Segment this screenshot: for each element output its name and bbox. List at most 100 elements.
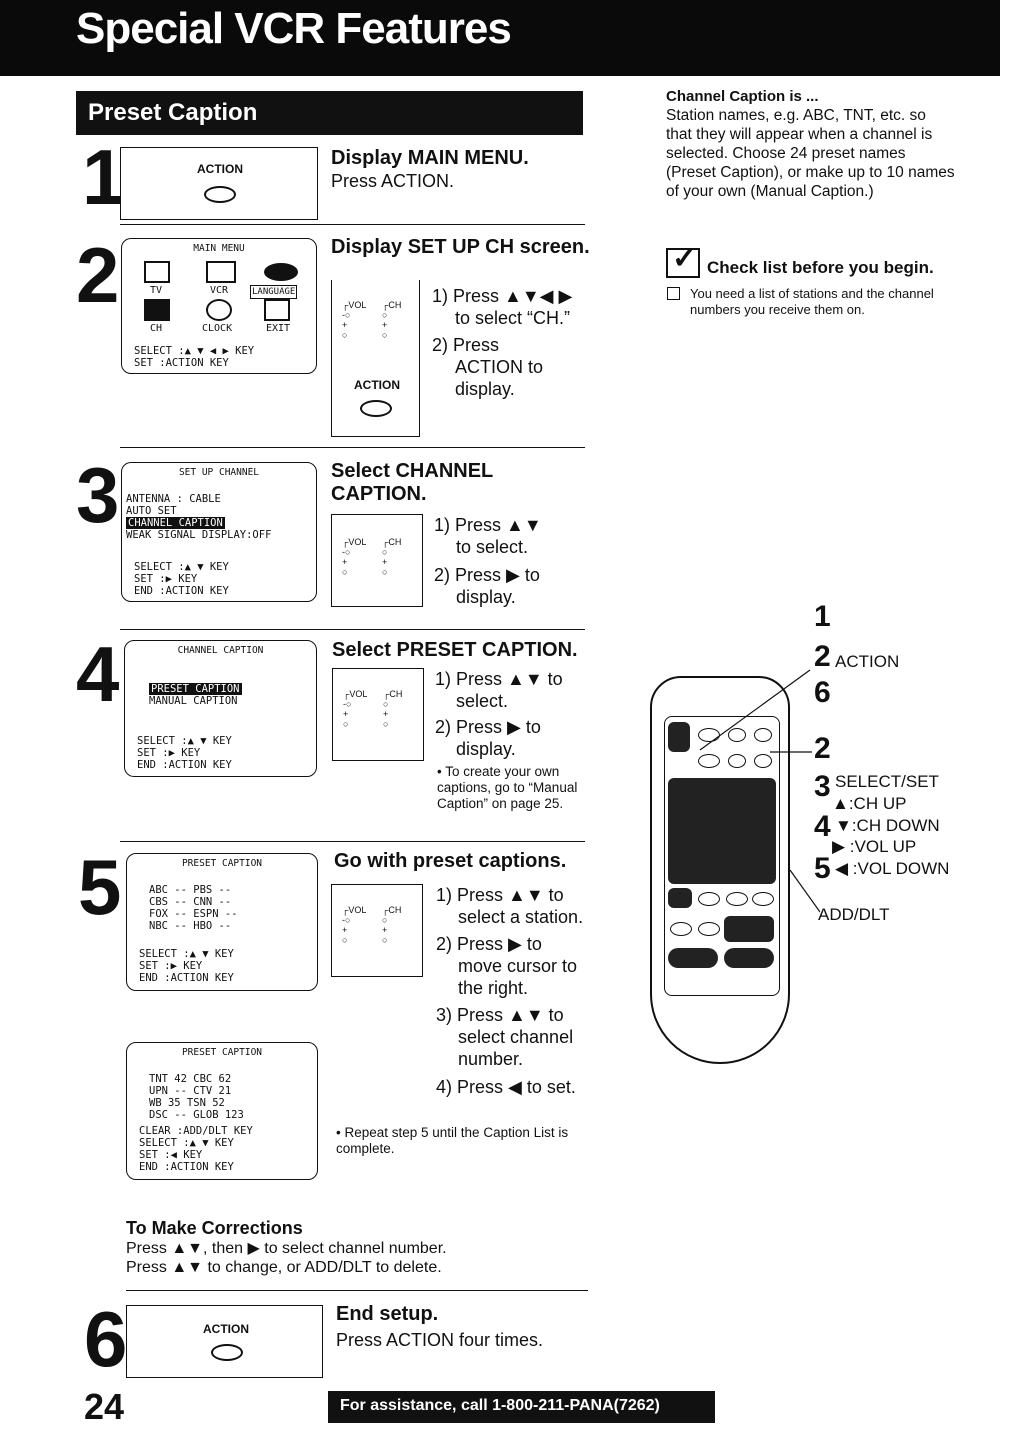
step3-item2b: display. bbox=[456, 587, 516, 607]
callout-vol-up: ▶ :VOL UP bbox=[832, 837, 917, 856]
osd-preset-caption-highlight: PRESET CAPTION bbox=[149, 683, 242, 695]
step5-note: • Repeat step 5 until the Caption List i… bbox=[336, 1125, 569, 1156]
step5-item1: 1) Press ▲▼ to bbox=[436, 885, 564, 905]
language-icon bbox=[264, 263, 298, 281]
osd-set-line: SET :ACTION KEY bbox=[134, 357, 229, 369]
remote-counter-button-icon bbox=[698, 922, 720, 936]
control-panel: ┌VOL-○+○ ┌CH○+○ bbox=[331, 884, 423, 977]
control-panel: ┌VOL-○+○ ┌CH○+○ bbox=[331, 514, 423, 607]
step4-item1: 1) Press ▲▼ to bbox=[435, 669, 563, 689]
callout-ch-up: ▲:CH UP bbox=[832, 794, 907, 813]
step-number-6: 6 bbox=[84, 1295, 128, 1383]
action-label: ACTION bbox=[354, 378, 400, 392]
osd-title: PRESET CAPTION bbox=[181, 858, 263, 869]
step2-item1: 1) Press ▲▼◀ ▶ bbox=[432, 286, 573, 306]
step3-item2: 2) Press ▶ to bbox=[434, 565, 540, 585]
callout-3: 3 bbox=[814, 770, 831, 803]
step5-item3: 3) Press ▲▼ to bbox=[436, 1005, 564, 1025]
osd-set-line: SET :▶ KEY bbox=[137, 747, 201, 759]
osd-title: PRESET CAPTION bbox=[181, 1047, 263, 1058]
step5-item2: 2) Press ▶ to bbox=[436, 934, 542, 954]
callout-2: 2 bbox=[814, 640, 831, 673]
osd-row: CBS -- CNN -- bbox=[149, 896, 232, 908]
callout-4: 4 bbox=[814, 810, 831, 843]
vol-knob-icon: ┌VOL-○+○ bbox=[342, 537, 367, 577]
vcr-icon bbox=[206, 261, 236, 283]
osd-manual-caption: MANUAL CAPTION bbox=[149, 695, 238, 707]
osd-title: CHANNEL CAPTION bbox=[177, 645, 264, 656]
osd-set-line: SET :▶ KEY bbox=[134, 573, 198, 585]
osd-row: UPN -- CTV 21 bbox=[149, 1085, 232, 1097]
osd-set-line: SET :◀ KEY bbox=[139, 1149, 203, 1161]
action-label: ACTION bbox=[203, 1322, 249, 1336]
setup-channel-screen: SET UP CHANNEL ANTENNA : CABLE AUTO SET … bbox=[121, 462, 317, 602]
osd-select-line: SELECT :▲ ▼ KEY bbox=[137, 735, 232, 747]
osd-select-line: SELECT :▲ ▼ ◀ ▶ KEY bbox=[134, 345, 255, 357]
step2-item2c: display. bbox=[455, 379, 515, 399]
callout-6: 6 bbox=[814, 676, 831, 709]
osd-title: SET UP CHANNEL bbox=[178, 467, 260, 478]
step-number-1: 1 bbox=[82, 133, 126, 221]
step3-item1b: to select. bbox=[456, 537, 529, 557]
remote-speed-button-icon bbox=[698, 892, 720, 906]
assistance-text: For assistance, call 1-800-211-PANA(7262… bbox=[340, 1397, 660, 1414]
action-button-panel: ACTION bbox=[126, 1305, 323, 1378]
step5-item3b: select channel bbox=[458, 1027, 574, 1047]
step6-text: Press ACTION four times. bbox=[336, 1330, 544, 1350]
divider bbox=[120, 629, 585, 630]
step6-title: End setup. bbox=[336, 1303, 439, 1325]
vol-knob-icon: ┌VOL-○+○ bbox=[343, 689, 368, 729]
action-button-icon bbox=[211, 1344, 243, 1361]
osd-row: ABC -- PBS -- bbox=[149, 884, 232, 896]
step2-title: Display SET UP CH screen. bbox=[331, 236, 590, 258]
ch-knob-icon: ┌CH○+○ bbox=[382, 300, 402, 340]
step2-item1b: to select “CH.” bbox=[455, 308, 571, 328]
checklist-item: You need a list of stations and the chan… bbox=[690, 286, 934, 317]
clock-icon bbox=[206, 299, 232, 321]
remote-ch-button-icon bbox=[754, 728, 772, 742]
remote-vol-button-icon bbox=[728, 754, 746, 768]
assistance-bar: For assistance, call 1-800-211-PANA(7262… bbox=[328, 1391, 715, 1423]
step4-note: • To create your own captions, go to “Ma… bbox=[437, 764, 578, 811]
vol-knob-icon: ┌VOL-○+○ bbox=[342, 905, 367, 945]
step5-title: Go with preset captions. bbox=[334, 850, 567, 872]
remote-pause-button-icon bbox=[670, 922, 692, 936]
step-number-2: 2 bbox=[76, 231, 120, 319]
osd-set-line: SET :▶ KEY bbox=[139, 960, 203, 972]
osd-end-line: END :ACTION KEY bbox=[139, 1161, 234, 1173]
step3-item1: 1) Press ▲▼ bbox=[434, 515, 542, 535]
step-number-3: 3 bbox=[76, 451, 120, 539]
osd-channel-caption-highlight: CHANNEL CAPTION bbox=[126, 517, 225, 529]
corrections-line2: Press ▲▼ to change, or ADD/DLT to delete… bbox=[126, 1259, 442, 1276]
osd-ch: CH bbox=[150, 323, 163, 334]
step4-item2b: display. bbox=[456, 739, 516, 759]
ch-knob-icon: ┌CH○+○ bbox=[382, 537, 402, 577]
section-bar: Preset Caption bbox=[76, 91, 583, 135]
checkbox-icon bbox=[667, 287, 680, 300]
section-title: Preset Caption bbox=[88, 99, 258, 126]
osd-select-line: SELECT :▲ ▼ KEY bbox=[139, 1137, 234, 1149]
action-button-icon bbox=[204, 186, 236, 203]
callout-select-set: SELECT/SET bbox=[835, 772, 939, 791]
divider bbox=[120, 447, 585, 448]
remote-rec-button-icon bbox=[668, 888, 692, 908]
step1-text: Press ACTION. bbox=[331, 171, 455, 191]
ch-icon bbox=[144, 299, 170, 321]
callout-action-label: ACTION bbox=[835, 652, 900, 671]
remote-prog-button-icon bbox=[698, 754, 720, 768]
action-button-icon bbox=[360, 400, 392, 417]
step-number-5: 5 bbox=[78, 843, 122, 931]
callout-1: 1 bbox=[814, 600, 831, 633]
osd-tv: TV bbox=[150, 285, 163, 296]
step4-item1b: select. bbox=[456, 691, 509, 711]
preset-caption-screen-filled: PRESET CAPTION TNT 42 CBC 62 UPN -- CTV … bbox=[126, 1042, 318, 1180]
control-panel: ┌VOL-○+○ ┌CH○+○ ACTION bbox=[331, 280, 420, 437]
callout-lines bbox=[699, 669, 820, 913]
osd-title: MAIN MENU bbox=[193, 243, 245, 254]
remote-stop-button-icon bbox=[668, 948, 718, 968]
callout-add-dlt: ADD/DLT bbox=[818, 905, 890, 924]
step4-item2: 2) Press ▶ to bbox=[435, 717, 541, 737]
preset-caption-screen: PRESET CAPTION ABC -- PBS -- CBS -- CNN … bbox=[126, 853, 318, 991]
osd-vcr: VCR bbox=[210, 285, 229, 296]
step5-item1b: select a station. bbox=[458, 907, 584, 927]
